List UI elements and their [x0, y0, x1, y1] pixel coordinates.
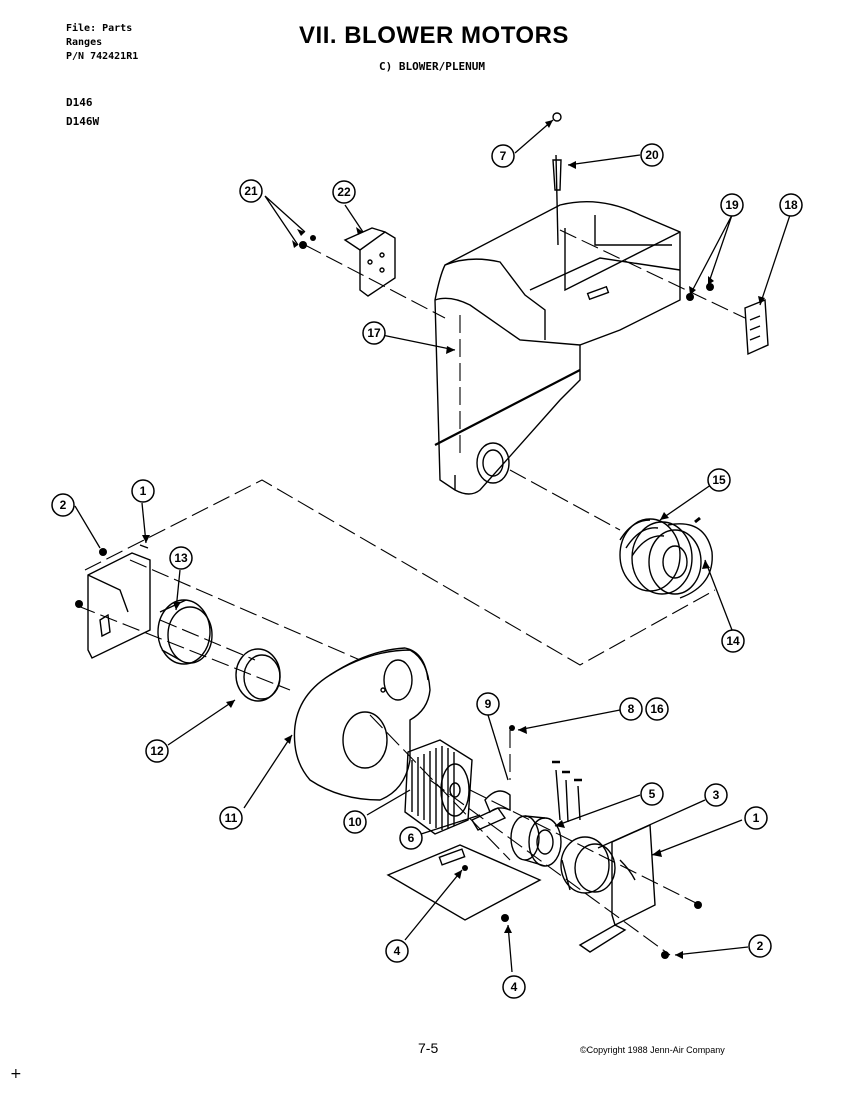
- part-number-label: P/N 742421R1: [66, 51, 139, 62]
- callout-8: 8: [619, 697, 643, 721]
- motor-clamp: [470, 790, 511, 831]
- svg-text:3: 3: [713, 788, 720, 802]
- base-plate: [386, 844, 542, 921]
- svg-text:16: 16: [650, 702, 664, 716]
- model-list: D146 D146W: [66, 93, 99, 131]
- svg-text:4: 4: [511, 980, 518, 994]
- callout-1-right: 1: [744, 806, 768, 830]
- svg-text:13: 13: [174, 551, 188, 565]
- svg-text:8: 8: [628, 702, 635, 716]
- callout-4-bottom: 4: [502, 975, 526, 999]
- svg-text:17: 17: [367, 326, 381, 340]
- callout-13: 13: [169, 546, 193, 570]
- svg-text:9: 9: [485, 697, 492, 711]
- motor-coil: [619, 516, 713, 599]
- svg-text:22: 22: [337, 185, 351, 199]
- callout-7-top: 7: [491, 144, 515, 168]
- page-title-text: VII. BLOWER MOTORS: [299, 22, 569, 49]
- end-bracket: [744, 298, 769, 356]
- model-number: D146: [66, 96, 93, 109]
- callout-20: 20: [640, 143, 664, 167]
- blower-wheel: [404, 739, 473, 835]
- motor-wires: [552, 760, 582, 823]
- svg-text:7: 7: [500, 149, 507, 163]
- callout-21: 21: [239, 179, 263, 203]
- svg-text:11: 11: [225, 811, 238, 825]
- callout-1-left: 1: [131, 479, 155, 503]
- callout-12: 12: [145, 739, 169, 763]
- svg-text:18: 18: [784, 198, 798, 212]
- svg-text:21: 21: [244, 184, 258, 198]
- svg-text:14: 14: [726, 634, 740, 648]
- svg-text:10: 10: [348, 815, 362, 829]
- plenum-rod: [552, 112, 562, 246]
- svg-text:15: 15: [712, 473, 726, 487]
- callout-2-right: 2: [748, 934, 772, 958]
- outlet-ring: [235, 648, 281, 702]
- svg-text:5: 5: [649, 787, 656, 801]
- svg-text:4: 4: [394, 944, 401, 958]
- svg-text:2: 2: [60, 498, 67, 512]
- callout-5: 5: [640, 782, 664, 806]
- inlet-ring: [157, 599, 213, 665]
- callout-14: 14: [721, 629, 745, 653]
- document-meta: File: Parts Ranges P/N 742421R1: [66, 22, 138, 64]
- callout-11: 11: [219, 806, 243, 830]
- blower-housing: [293, 647, 431, 801]
- copyright-notice: ©Copyright 1988 Jenn-Air Company: [580, 1045, 725, 1055]
- svg-text:1: 1: [140, 484, 147, 498]
- callout-19: 19: [720, 193, 744, 217]
- svg-text:6: 6: [408, 831, 415, 845]
- callout-arrowheads: [142, 120, 765, 959]
- blower-motor: [510, 815, 562, 867]
- registration-mark: +: [10, 1066, 22, 1082]
- svg-text:20: 20: [645, 148, 659, 162]
- callout-leaders: [74, 119, 791, 973]
- category-label: Ranges: [66, 37, 103, 48]
- mounting-bracket: [343, 227, 396, 297]
- section-subtitle: C) BLOWER/PLENUM: [0, 60, 848, 73]
- callout-10: 10: [343, 810, 367, 834]
- callout-6: 6: [399, 826, 423, 850]
- callout-3: 3: [704, 783, 728, 807]
- model-number: D146W: [66, 115, 100, 128]
- svg-text:1: 1: [753, 811, 760, 825]
- plenum-duct: [434, 201, 681, 495]
- svg-text:12: 12: [150, 744, 164, 758]
- svg-text:2: 2: [757, 939, 764, 953]
- hardware-fasteners: [75, 235, 714, 959]
- callout-18: 18: [779, 193, 803, 217]
- motor-mount-plate: [560, 836, 616, 894]
- callout-22: 22: [332, 180, 356, 204]
- callout-2-left: 2: [51, 493, 75, 517]
- section-subtitle-text: C) BLOWER/PLENUM: [379, 60, 485, 73]
- callout-17: 17: [362, 321, 386, 345]
- callout-markers: 7 20 21 22 19 18 17 15 1 2 13 14 9 8 16 …: [51, 143, 803, 999]
- svg-text:19: 19: [725, 198, 739, 212]
- callout-16: 16: [645, 697, 669, 721]
- callout-4-left: 4: [385, 939, 409, 963]
- left-bracket: [87, 544, 151, 659]
- callout-15: 15: [707, 468, 731, 492]
- file-label: File: Parts: [66, 23, 133, 34]
- page-number: 7-5: [418, 1040, 439, 1056]
- callout-9: 9: [476, 692, 500, 716]
- page-title: VII. BLOWER MOTORS: [0, 22, 848, 50]
